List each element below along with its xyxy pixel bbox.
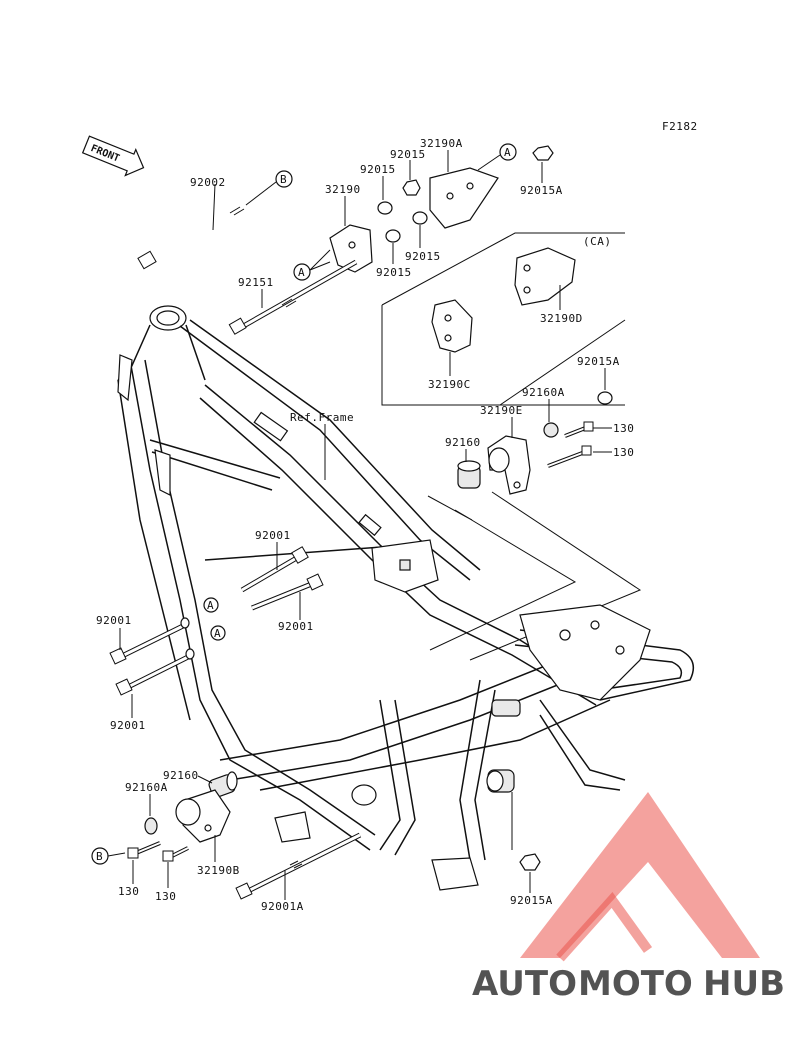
bracket-32190C	[431, 299, 473, 353]
logo-text-hub: HUB	[703, 964, 785, 1004]
bolt-130-lower	[547, 445, 592, 468]
bolt-92001-center-2	[251, 573, 324, 611]
label-92015-left-top: 92015	[360, 163, 396, 176]
marker-b-low-label: B	[96, 850, 103, 863]
bracket-32190D	[514, 247, 576, 306]
washer-92160A-low	[144, 817, 158, 835]
label-92015A-mid: 92015A	[577, 355, 620, 368]
washer-92015-right	[412, 211, 428, 225]
label-92151: 92151	[238, 276, 274, 289]
label-32190A: 32190A	[420, 137, 463, 150]
marker-a-frame-1-label: A	[207, 599, 214, 612]
label-130-upper: 130	[613, 422, 634, 435]
marker-a-frame-1	[203, 597, 219, 613]
bolt-130-upper	[564, 421, 594, 438]
label-92001A: 92001A	[261, 900, 304, 913]
label-92015-right: 92015	[405, 250, 441, 263]
label-92160A-low: 92160A	[125, 781, 168, 794]
marker-a-top	[499, 143, 517, 161]
label-92002: 92002	[190, 176, 226, 189]
label-92001-left-1: 92001	[96, 614, 132, 627]
label-32190D: 32190D	[540, 312, 583, 325]
ca-box-left	[381, 305, 625, 406]
marker-b-top-label: B	[280, 173, 287, 186]
bolt-92151	[228, 259, 358, 335]
nut-92015-top	[402, 179, 421, 196]
label-32190: 32190	[325, 183, 361, 196]
marker-b-top	[275, 170, 293, 188]
bracket-32190A	[429, 167, 499, 229]
ca-label: (CA)	[583, 235, 612, 248]
nut-92015A-mid	[597, 391, 613, 405]
label-92160-mid: 92160	[445, 436, 481, 449]
label-32190B: 32190B	[197, 864, 240, 877]
bracket-32190	[329, 224, 373, 273]
label-92001-left-2: 92001	[110, 719, 146, 732]
bracket-32190B	[175, 789, 231, 843]
bolt-92001-left-2	[115, 648, 195, 696]
bolt-130-low-left	[127, 841, 161, 859]
front-arrow-icon: FRONT	[81, 135, 145, 177]
washer-92015-lower	[385, 229, 401, 243]
label-92015-top: 92015	[390, 148, 426, 161]
label-92015A-top: 92015A	[520, 184, 563, 197]
bolt-92002	[137, 203, 247, 270]
ca-box-right	[499, 319, 626, 406]
label-32190C: 32190C	[428, 378, 471, 391]
marker-a-mid	[293, 263, 311, 281]
label-92015-lower: 92015	[376, 266, 412, 279]
washer-92015-left	[377, 201, 393, 215]
logo-text-moto: MOTO	[578, 964, 693, 1004]
leader-band-1	[427, 495, 577, 651]
ref-frame-label: Ref.Frame	[290, 411, 354, 424]
bolt-92001-center-1	[240, 546, 309, 593]
label-92001-center-1: 92001	[255, 529, 291, 542]
label-130-low-left: 130	[118, 885, 139, 898]
label-92015A-low: 92015A	[510, 894, 553, 907]
label-130-low-right: 130	[155, 890, 176, 903]
marker-a-frame-2	[210, 625, 226, 641]
label-92001-center-2: 92001	[278, 620, 314, 633]
bracket-32190E	[487, 435, 531, 495]
figure-code: F2182	[662, 120, 698, 133]
automotohub-logo: AUTO MOTO HUB	[472, 792, 785, 1004]
logo-text-auto: AUTO	[472, 964, 577, 1004]
label-92160A-mid: 92160A	[522, 386, 565, 399]
label-130-lower: 130	[613, 446, 634, 459]
collar-92160-mid	[457, 460, 481, 489]
nut-92015A-low	[519, 853, 541, 871]
marker-a-frame-2-label: A	[214, 627, 221, 640]
nut-92015A-top	[532, 145, 554, 161]
bolt-130-low-right	[162, 846, 189, 862]
bolt-92001-left-1	[109, 617, 190, 665]
label-92160-low: 92160	[163, 769, 199, 782]
marker-a-mid-label: A	[298, 266, 305, 279]
motorcycle-frame	[117, 305, 695, 891]
bolt-92001A	[235, 832, 362, 900]
ca-box-top	[381, 232, 625, 306]
label-32190E: 32190E	[480, 404, 523, 417]
washer-92160A-mid	[543, 422, 559, 438]
marker-a-top-label: A	[504, 146, 511, 159]
